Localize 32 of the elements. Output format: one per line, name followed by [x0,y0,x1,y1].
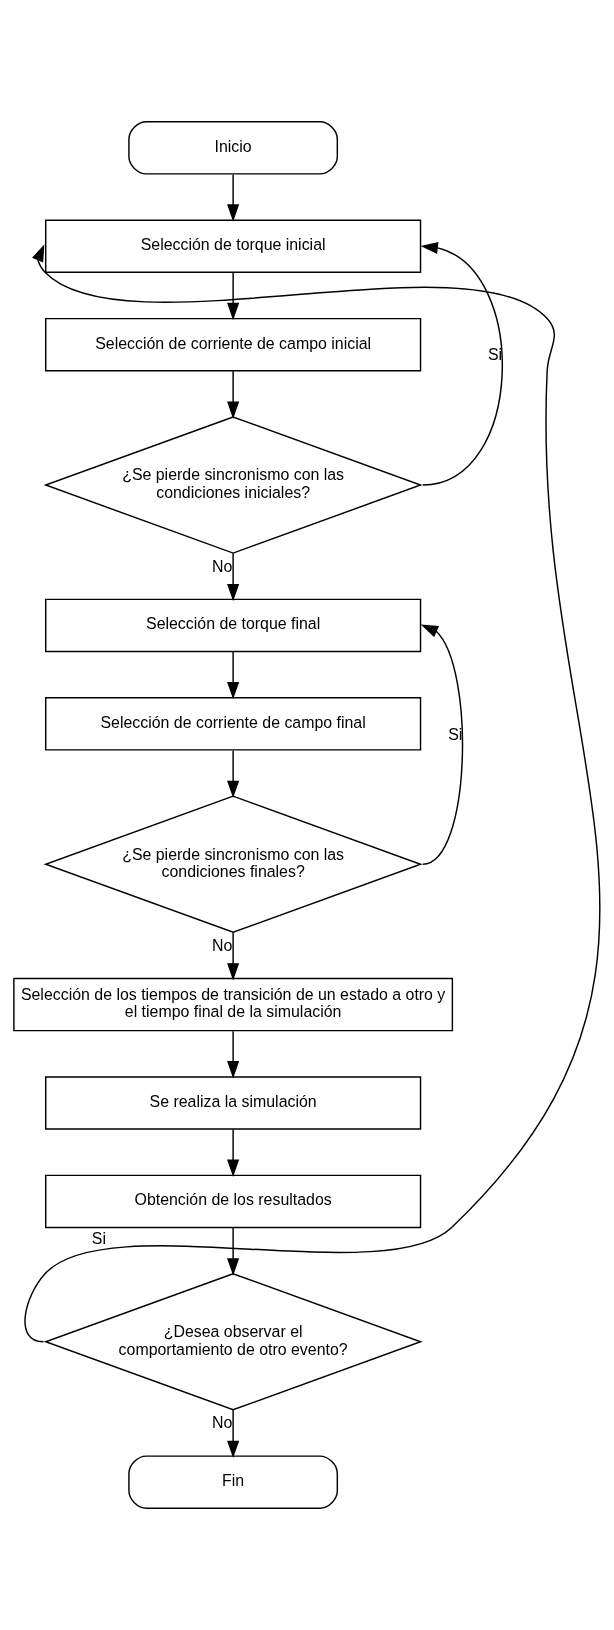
node-box: Selección de corriente de campo inicial [45,317,422,372]
edge-label: No [212,936,233,954]
edge-label: Si [448,726,463,744]
arrow [227,651,240,700]
node-diamond: ¿Desea observar el comportamiento de otro evento? [43,1273,423,1411]
arrow [227,1128,240,1177]
node-box: Selección de torque inicial [45,219,422,274]
arrow [420,624,464,865]
arrow [227,1030,240,1079]
arrow [227,272,240,321]
arrow [24,244,601,1343]
edge-label: No [212,1414,233,1432]
arrow [227,370,240,419]
node-box: Selección de los tiempos de transición de un estado a otro y el tiempo final de la simulación [13,977,454,1032]
node-box: Obtención de los resultados [45,1174,422,1229]
edge-label: Si [91,1230,106,1248]
arrow [227,1227,240,1276]
arrow [227,552,240,602]
edge-label: Si [487,346,503,364]
arrow [227,173,240,222]
node-box: Selección de torque final [45,598,422,653]
node-box: Se realiza la simulación [45,1076,422,1130]
node-box: Fin [128,1455,339,1509]
arrow [227,749,240,799]
arrow [420,241,503,486]
node-diamond: ¿Se pierde sincronismo con las condiciones finales? [43,795,423,933]
edge-label: No [212,557,233,575]
node-box: Inicio [128,121,339,175]
node-box: Selección de corriente de campo final [45,697,422,751]
arrow [227,931,240,981]
node-diamond: ¿Se pierde sincronismo con las condiciones iniciales? [43,416,423,554]
arrow [227,1409,240,1459]
